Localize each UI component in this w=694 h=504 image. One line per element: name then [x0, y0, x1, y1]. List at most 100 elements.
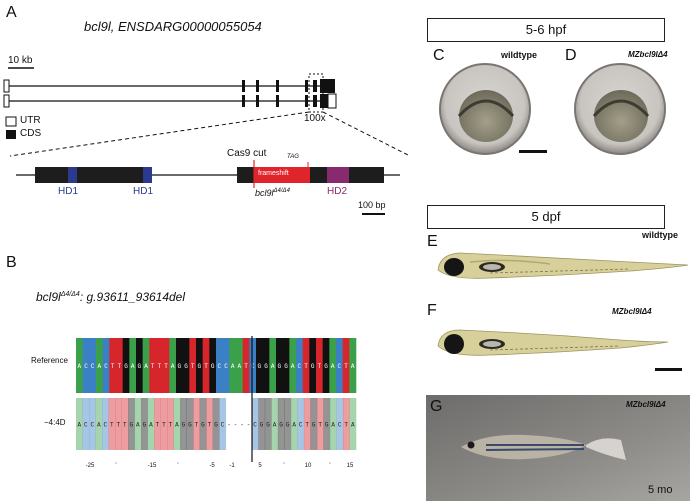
axis-tick-label: -5: [209, 463, 215, 469]
reference-base-letter: A: [171, 363, 175, 370]
reference-base-letter: G: [278, 363, 282, 370]
reference-base-block: [142, 338, 150, 393]
reference-base-block: [116, 338, 123, 393]
mutant-base-letter: C: [299, 422, 303, 429]
gene-title: bcl9l, ENSDARG00000055054: [84, 19, 262, 34]
legend-cds-label: CDS: [20, 128, 42, 139]
axis-tick-label: -15: [148, 463, 157, 469]
mutant-base-letter: A: [97, 422, 101, 429]
mutant-base-block: [284, 398, 292, 450]
mutant-base-block: [186, 398, 194, 450]
mutant-base-block: [264, 398, 272, 450]
zoom-label: 100x: [304, 113, 326, 124]
mutant-base-letter: G: [188, 422, 192, 429]
panel-g-label: MZbcl9lΔ4: [626, 400, 666, 409]
reference-base-block: [342, 338, 350, 393]
mutant-base-letter: T: [110, 422, 114, 429]
transcript-1-cds-end: [320, 79, 335, 93]
mutant-base-letter: C: [338, 422, 342, 429]
mutant-base-letter: G: [130, 422, 134, 429]
panel-g-letter: G: [430, 398, 443, 415]
mutant-base-letter: G: [266, 422, 270, 429]
frameshift-label: frameshift: [258, 170, 289, 177]
mutant-base-letter: C: [90, 422, 94, 429]
reference-base-letter: A: [331, 363, 335, 370]
zoom-exon-1: [35, 167, 150, 183]
transcript-1-exon: [242, 80, 245, 92]
reference-base-block: [96, 338, 103, 393]
transcript-2-exon: [313, 95, 317, 107]
transcript-2-utr-start: [3, 94, 10, 108]
mutant-base-letter: G: [260, 422, 264, 429]
mutant-base-letter: -: [247, 422, 251, 429]
reference-base-block: [309, 338, 317, 393]
mutant-base-block: [336, 398, 344, 450]
reference-base-letter: G: [284, 363, 288, 370]
reference-base-block: [349, 338, 357, 393]
reference-base-letter: A: [144, 363, 148, 370]
tag-label: TAG: [287, 154, 299, 160]
mutant-base-letter: A: [273, 422, 277, 429]
reference-base-letter: A: [238, 363, 242, 370]
reference-base-block: [109, 338, 117, 393]
reference-base-block: [136, 338, 143, 393]
mutant-base-letter: G: [182, 422, 186, 429]
reference-base-letter: T: [158, 363, 162, 370]
mutant-base-block: [115, 398, 122, 450]
reference-base-letter: G: [311, 363, 315, 370]
reference-base-letter: C: [104, 363, 108, 370]
mutant-base-block: [180, 398, 187, 450]
reference-base-block: [122, 338, 130, 393]
mutant-base-block: [329, 398, 337, 450]
reference-base-block: [196, 338, 203, 393]
mutant-base-letter: T: [156, 422, 160, 429]
transcript-2-exon: [276, 95, 279, 107]
embryo-image-wildtype: [439, 63, 531, 155]
panel-c-label: wildtype: [501, 50, 538, 60]
reference-base-letter: T: [344, 363, 348, 370]
reference-base-block: [249, 338, 257, 393]
reference-base-block: [289, 338, 297, 393]
mutant-base-letter: A: [292, 422, 296, 429]
reference-base-letter: T: [164, 363, 168, 370]
reference-base-block: [82, 338, 90, 393]
reference-base-letter: C: [338, 363, 342, 370]
panel-e-letter: E: [427, 233, 438, 250]
panel-a-letter: A: [6, 4, 17, 21]
reference-base-letter: G: [324, 363, 328, 370]
mutant-base-letter: T: [123, 422, 127, 429]
reference-base-block: [182, 338, 190, 393]
reference-base-letter: A: [291, 363, 295, 370]
reference-base-letter: C: [91, 363, 95, 370]
reference-base-block: [282, 338, 290, 393]
mutant-base-block: [89, 398, 96, 450]
reference-base-letter: T: [118, 363, 122, 370]
hd1-domain-b: [143, 167, 152, 183]
mutant-base-letter: A: [77, 422, 81, 429]
mutant-base-letter: A: [351, 422, 355, 429]
reference-base-letter: T: [318, 363, 322, 370]
mutant-base-block: [310, 398, 318, 450]
reference-base-block: [156, 338, 163, 393]
panel-e-label: wildtype: [642, 230, 679, 240]
mutant-base-letter: G: [286, 422, 290, 429]
reference-base-letter: C: [224, 363, 228, 370]
reference-base-letter: G: [198, 363, 202, 370]
legend-cds-swatch: [6, 130, 16, 139]
reference-base-letter: C: [218, 363, 222, 370]
mutant-base-letter: A: [136, 422, 140, 429]
transcript-1-utr-start: [3, 79, 10, 93]
reference-base-block: [222, 338, 230, 393]
panel-g-age: 5 mo: [648, 484, 673, 496]
mutant-base-block: [290, 398, 298, 450]
reference-base-letter: G: [184, 363, 188, 370]
reference-base-block: [149, 338, 157, 393]
mutant-base-letter: A: [149, 422, 153, 429]
transcript-1-exon: [256, 80, 259, 92]
reference-base-block: [129, 338, 137, 393]
mutant-base-block: [316, 398, 324, 450]
reference-base-block: [316, 338, 323, 393]
mutant-base-block: [160, 398, 168, 450]
mutant-base-block: [219, 398, 227, 450]
hd1-domain-a: [68, 167, 77, 183]
